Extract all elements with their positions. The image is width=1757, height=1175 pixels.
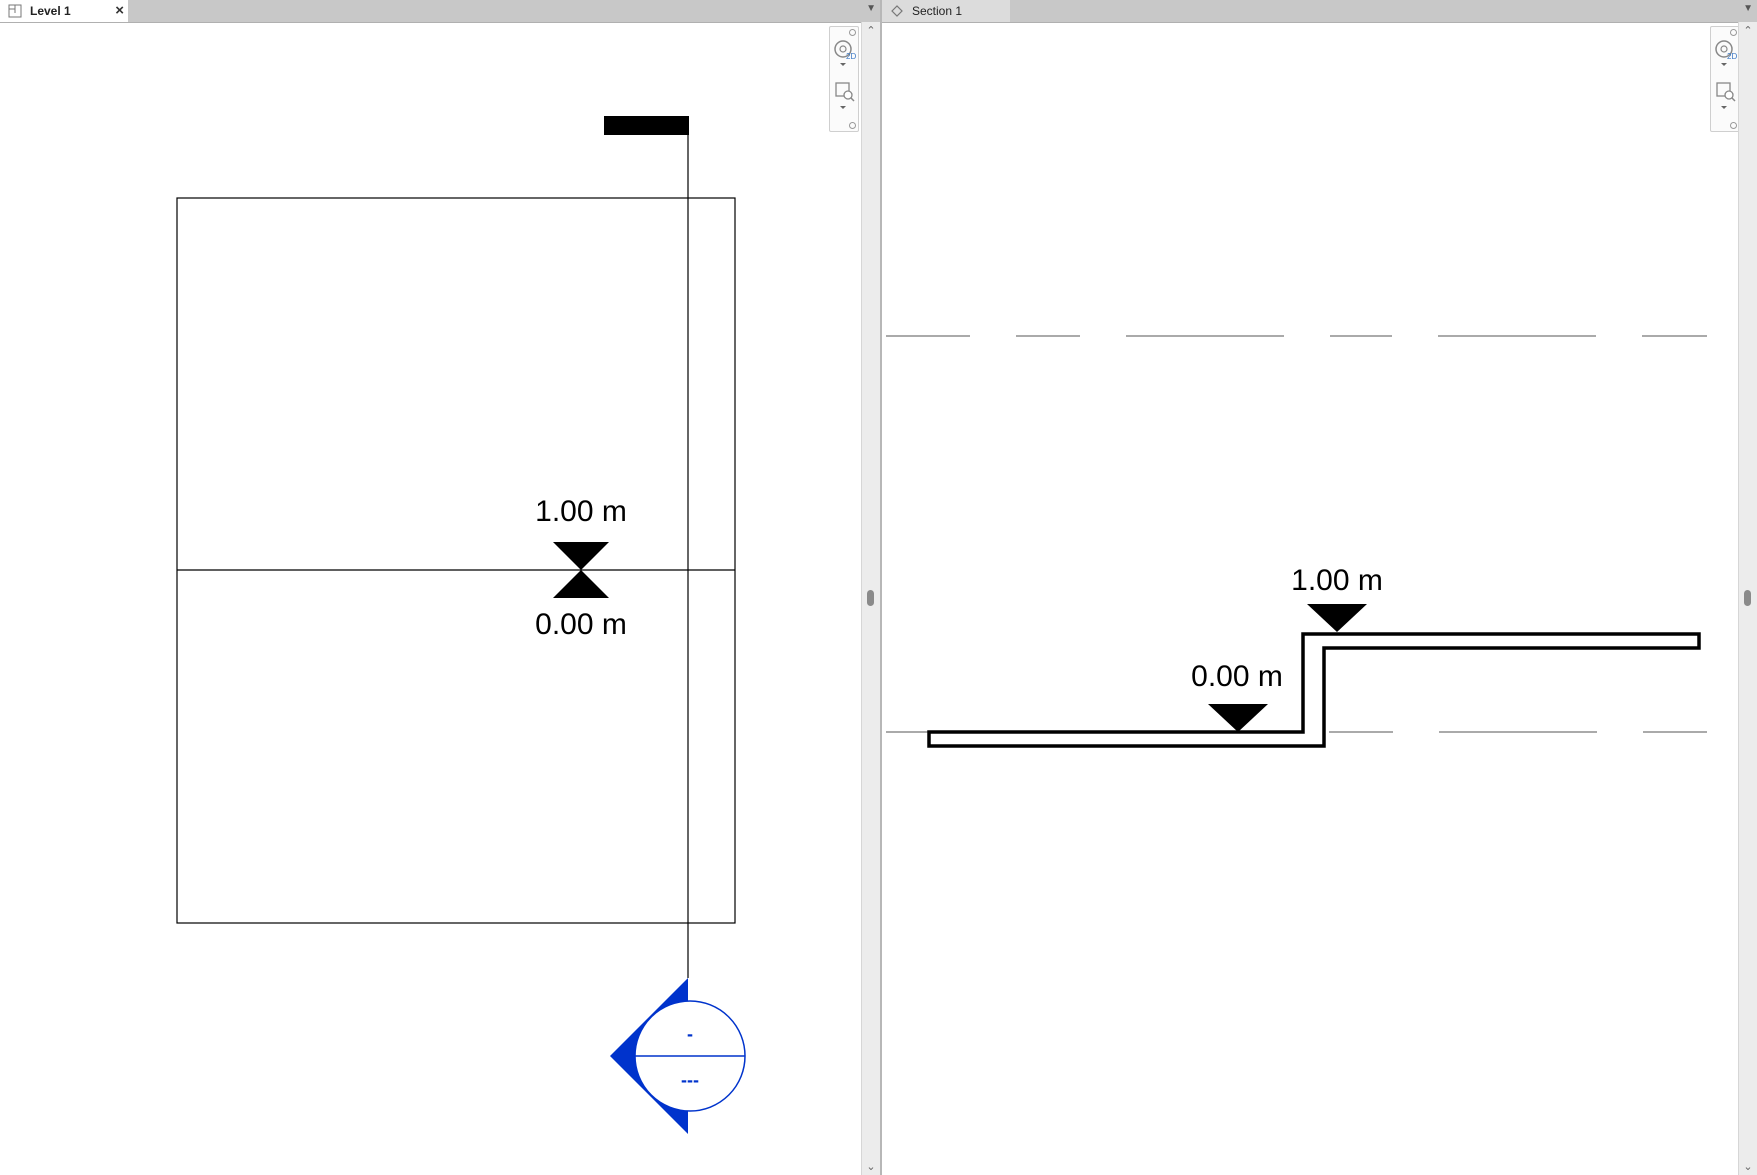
section-head-marker[interactable]: - --- bbox=[610, 978, 746, 1134]
steering-wheel-2d-icon[interactable]: 2D bbox=[1713, 35, 1737, 71]
zoom-region-icon[interactable] bbox=[832, 77, 856, 113]
navbar-close-icon[interactable] bbox=[849, 29, 856, 36]
scroll-thumb[interactable] bbox=[1744, 590, 1751, 606]
close-icon[interactable]: × bbox=[115, 2, 124, 19]
level-outline[interactable] bbox=[176, 197, 736, 924]
tab-section-1[interactable]: Section 1 bbox=[882, 0, 1010, 22]
navigation-bar: 2D bbox=[829, 26, 859, 132]
navigation-bar: 2D bbox=[1710, 26, 1740, 132]
elevation-upper-marker bbox=[553, 542, 609, 570]
tab-label: Section 1 bbox=[912, 4, 963, 18]
plan-elevation-lower-label: 0.00 m bbox=[535, 608, 627, 641]
tab-level-1[interactable]: Level 1 × bbox=[0, 0, 128, 22]
section-elevation-lower-marker bbox=[1208, 704, 1268, 732]
chevron-down-icon[interactable]: ▼ bbox=[866, 3, 876, 14]
section-elevation-upper-label: 1.00 m bbox=[1291, 564, 1383, 597]
scroll-down-arrow-icon[interactable]: ⌄ bbox=[866, 1161, 876, 1173]
section-view-icon bbox=[891, 5, 903, 17]
navbar-options-icon[interactable] bbox=[849, 122, 856, 129]
scroll-down-arrow-icon[interactable]: ⌄ bbox=[1743, 1161, 1753, 1173]
tab-label: Level 1 bbox=[30, 4, 71, 18]
svg-text:2D: 2D bbox=[846, 52, 856, 61]
chevron-down-icon[interactable]: ▼ bbox=[1743, 3, 1753, 14]
plan-view-tabbar: Level 1 × ▼ bbox=[0, 0, 880, 23]
section-view-tabbar: Section 1 ▼ bbox=[882, 0, 1757, 23]
plan-drawing-canvas[interactable]: 1.00 m 0.00 m - --- bbox=[0, 22, 862, 1175]
section-head-sheet: --- bbox=[681, 1070, 699, 1090]
section-tail-marker[interactable] bbox=[604, 116, 689, 135]
section-drawing-canvas[interactable]: 0.00 m 1.00 m bbox=[882, 22, 1739, 1175]
navbar-options-icon[interactable] bbox=[1730, 122, 1737, 129]
scroll-up-arrow-icon[interactable]: ⌃ bbox=[1743, 25, 1753, 37]
plan-view-pane: Level 1 × ▼ 1.00 m 0.00 m - --- bbox=[0, 0, 880, 1175]
section-vertical-scrollbar[interactable]: ⌃ ⌄ bbox=[1738, 22, 1757, 1175]
svg-text:2D: 2D bbox=[1727, 52, 1737, 61]
section-elevation-lower-label: 0.00 m bbox=[1191, 660, 1283, 693]
floor-plan-icon bbox=[8, 4, 22, 18]
zoom-region-icon[interactable] bbox=[1713, 77, 1737, 113]
plan-vertical-scrollbar[interactable]: ⌃ ⌄ bbox=[861, 22, 880, 1175]
section-view-pane: Section 1 ▼ 0.00 m 1.00 m 2D bbox=[880, 0, 1757, 1175]
elevation-lower-marker bbox=[553, 570, 609, 598]
scroll-thumb[interactable] bbox=[867, 590, 874, 606]
navbar-close-icon[interactable] bbox=[1730, 29, 1737, 36]
section-elevation-upper-marker bbox=[1307, 604, 1367, 632]
stepped-floor-profile[interactable] bbox=[927, 632, 1701, 748]
plan-elevation-upper-label: 1.00 m bbox=[535, 495, 627, 528]
steering-wheel-2d-icon[interactable]: 2D bbox=[832, 35, 856, 71]
scroll-up-arrow-icon[interactable]: ⌃ bbox=[866, 25, 876, 37]
section-head-number: - bbox=[687, 1024, 693, 1044]
